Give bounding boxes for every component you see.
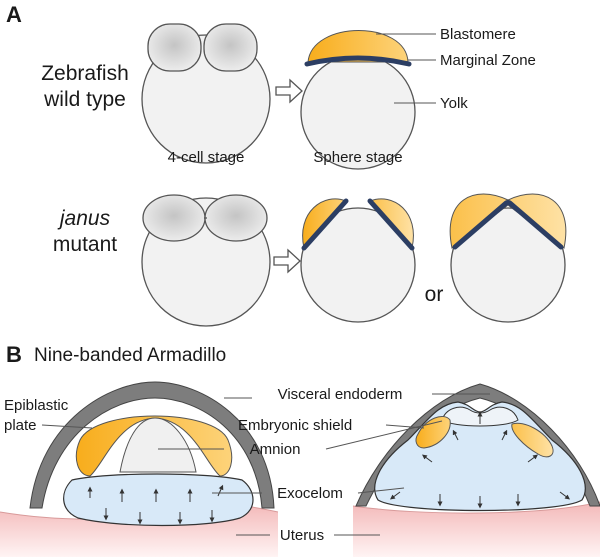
or-text: or	[425, 283, 444, 306]
janus-split-embryo	[300, 198, 416, 323]
callout-embryonic-shield: Embryonic shield	[238, 417, 352, 434]
armadillo-early-embryo	[0, 381, 279, 557]
row2-label-line2: mutant	[53, 233, 117, 256]
callout-exocelom: Exocelom	[277, 485, 343, 502]
callout-amnion: Amnion	[250, 441, 301, 458]
callout-visceral-endoderm: Visceral endoderm	[278, 386, 403, 403]
stage-sphere-label: Sphere stage	[313, 149, 402, 166]
row1-label-line2: wild type	[43, 88, 126, 111]
janus-4cell-embryo	[141, 194, 271, 327]
panel-a-letter: A	[6, 2, 22, 27]
callout-epiblastic-line1: Epiblastic	[4, 397, 69, 414]
callout-uterus: Uterus	[280, 527, 324, 544]
stage-4cell-label: 4-cell stage	[168, 149, 245, 166]
stage-arrow-icon	[275, 78, 303, 104]
callout-blastomere: Blastomere	[440, 26, 516, 43]
callout-epiblastic-line2: plate	[4, 417, 37, 434]
janus-tent-embryo	[449, 193, 567, 323]
row1-label-line1: Zebrafish	[41, 62, 129, 85]
callout-yolk: Yolk	[440, 95, 468, 112]
wt-sphere-embryo	[300, 30, 416, 170]
mutant-arrow-icon	[273, 248, 301, 274]
armadillo-late-embryo	[352, 383, 600, 557]
row2-label-italic: janus	[57, 207, 111, 230]
panel-b-letter: B	[6, 342, 22, 367]
wt-4cell-embryo	[141, 23, 271, 164]
callout-marginal-zone: Marginal Zone	[440, 52, 536, 69]
panel-b-title: Nine-banded Armadillo	[34, 345, 226, 366]
